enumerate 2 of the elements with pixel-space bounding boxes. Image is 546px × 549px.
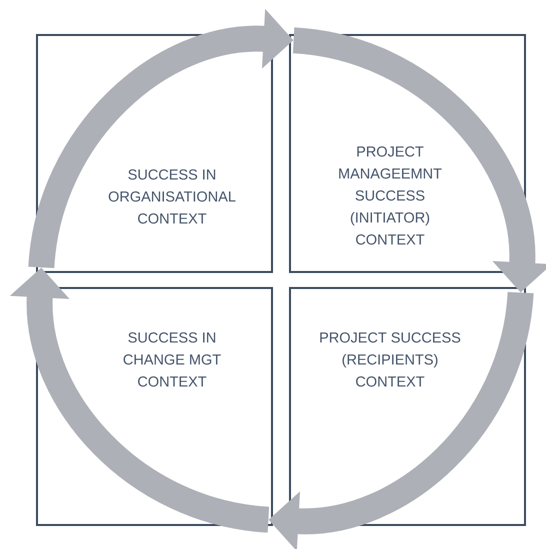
quadrant-box: PROJECT SUCCESS (RECIPIENTS) CONTEXT xyxy=(289,287,526,526)
quadrant-box: PROJECT MANAGEEMNT SUCCESS (INITIATOR) CONTEXT xyxy=(289,34,526,273)
